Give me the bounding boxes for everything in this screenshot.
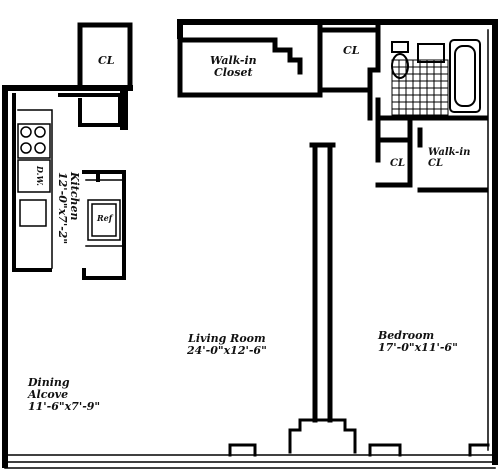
living-room-size: 24'-0"x12'-6" bbox=[187, 344, 267, 358]
living-room-name: Living Room bbox=[188, 332, 266, 345]
kitchen-size: 12'-0"x7'-2" bbox=[55, 172, 69, 245]
refrigerator-label: Ref bbox=[97, 213, 113, 223]
partition-wall bbox=[309, 142, 336, 423]
walk-in-cl-line2: CL bbox=[428, 158, 443, 169]
bedroom-closet-walls bbox=[375, 127, 488, 193]
bathroom-walls bbox=[367, 22, 488, 183]
cl-bedroom-label: CL bbox=[390, 158, 405, 169]
bottom-columns bbox=[228, 418, 490, 457]
walk-in-cl-line1: Walk-in bbox=[428, 147, 471, 158]
bathroom-fixtures bbox=[391, 39, 481, 113]
walk-in-closet-line2: Closet bbox=[214, 66, 253, 80]
dining-alcove-label: Dining Alcove 11'-6"x7'-9" bbox=[28, 376, 101, 414]
walk-in-cl-label: Walk-in CL bbox=[428, 147, 470, 169]
kitchen-name: Kitchen bbox=[68, 172, 81, 221]
kitchen-label: Kitchen 12'-0"x7'-2" bbox=[55, 172, 81, 245]
left-closet-walls bbox=[77, 22, 133, 91]
walk-in-closet-line1: Walk-in bbox=[210, 54, 257, 67]
walk-in-closet-walls bbox=[177, 33, 323, 98]
exterior-walls bbox=[2, 19, 498, 468]
kitchen-counter bbox=[17, 109, 123, 269]
dishwasher-label: D.W. bbox=[35, 166, 45, 186]
cl-top-label: CL bbox=[343, 44, 360, 57]
dining-size: 11'-6"x7'-9" bbox=[28, 400, 101, 414]
bedroom-name: Bedroom bbox=[378, 329, 435, 342]
living-room-label: Living Room 24'-0"x12'-6" bbox=[187, 332, 267, 358]
dining-name-line2: Alcove bbox=[28, 388, 69, 402]
bottom-window bbox=[4, 454, 496, 469]
walk-in-closet-label: Walk-in Closet bbox=[210, 54, 257, 80]
bedroom-label: Bedroom 17'-0"x11'-6" bbox=[378, 329, 458, 355]
bathroom-tile bbox=[391, 59, 449, 116]
top-closet-walls bbox=[317, 22, 378, 93]
cl-left-label: CL bbox=[98, 54, 115, 67]
bedroom-size: 17'-0"x11'-6" bbox=[378, 341, 458, 355]
dining-name-line1: Dining bbox=[28, 376, 70, 389]
kitchen-walls bbox=[12, 90, 128, 280]
